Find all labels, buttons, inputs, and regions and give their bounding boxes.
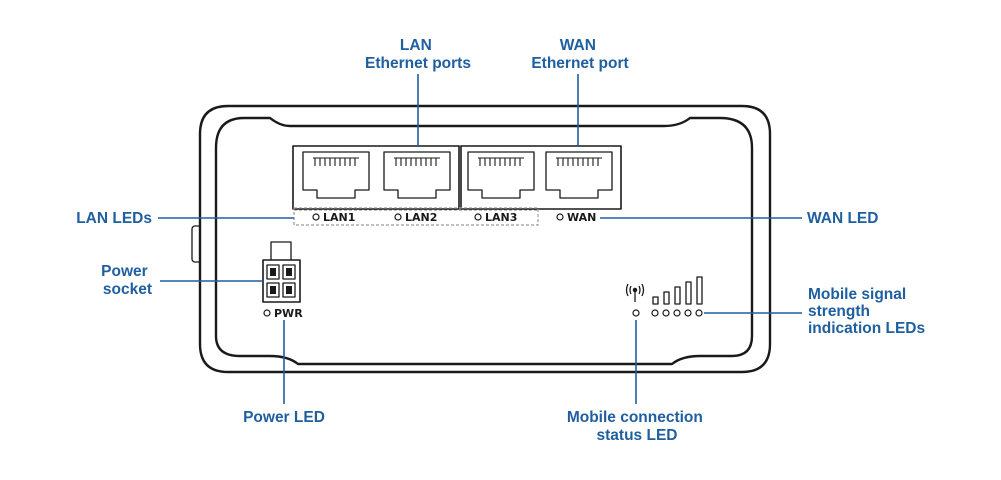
signal-leds-callout: Mobile signal strength indication LEDs [808,286,925,337]
lan-ports-callout: LAN Ethernet ports [365,37,471,72]
leader-lines [158,74,802,404]
signal-led [673,309,681,317]
signal-led [662,309,670,317]
power-connector-icon[interactable] [262,241,301,303]
lan1-led [312,213,320,221]
ethernet-port-icon[interactable] [467,151,535,199]
pwr-led [263,309,271,317]
ethernet-port-icon[interactable] [383,151,451,199]
mobile-status-led [632,309,640,317]
signal-led [651,309,659,317]
wan-led-callout: WAN LED [807,210,878,227]
power-led-callout: Power LED [243,409,325,426]
lan-leds-callout: LAN LEDs [76,210,152,227]
wan-led [556,213,564,221]
lan3-label: LAN3 [485,211,517,224]
power-socket-callout: Power socket [101,263,152,298]
lan2-led [394,213,402,221]
wan-port-callout: WAN Ethernet port [531,37,628,72]
signal-led [695,309,703,317]
wan-label: WAN [567,211,596,224]
signal-led [684,309,692,317]
ethernet-port-icon[interactable] [302,151,370,199]
pwr-label: PWR [274,307,303,320]
lan-leds-group [293,207,539,226]
lan3-led [474,213,482,221]
ethernet-port-icon[interactable] [545,151,613,199]
mobile-status-callout: Mobile connection status LED [567,409,707,444]
lan1-label: LAN1 [323,211,355,224]
antenna-icon [625,283,645,302]
signal-bars-icon [652,276,703,305]
lan2-label: LAN2 [405,211,437,224]
